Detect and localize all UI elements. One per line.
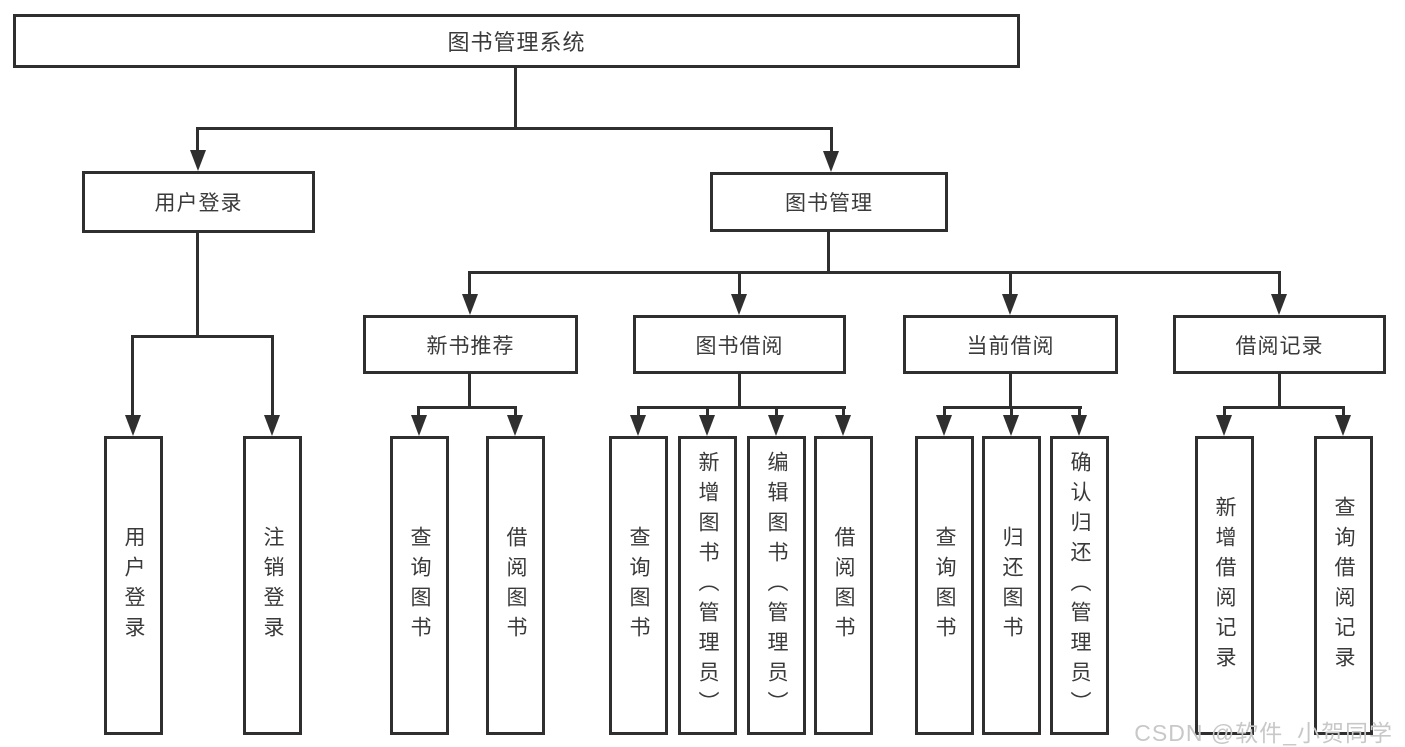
node-current-borrowing: 当前借阅	[903, 315, 1118, 374]
edge-vertical	[830, 127, 833, 155]
edge-vertical	[131, 335, 134, 419]
edge-vertical	[1223, 406, 1226, 422]
arrow-down-icon	[1002, 294, 1018, 315]
leaf-logout: 注销登录	[243, 436, 302, 735]
edge-vertical	[417, 406, 420, 422]
node-new-book-recommend: 新书推荐	[363, 315, 578, 374]
edge-horizontal	[1223, 406, 1345, 409]
arrow-down-icon	[823, 151, 839, 172]
arrow-down-icon	[768, 415, 784, 436]
arrow-down-icon	[462, 294, 478, 315]
edge-vertical	[1278, 374, 1281, 409]
arrow-down-icon	[190, 150, 206, 171]
edge-horizontal	[417, 406, 517, 409]
arrow-down-icon	[125, 415, 141, 436]
csdn-watermark: CSDN @软件_小贺同学	[1134, 720, 1393, 746]
edge-vertical	[514, 406, 517, 422]
edge-horizontal	[196, 127, 833, 130]
edge-vertical	[271, 335, 274, 419]
arrow-down-icon	[699, 415, 715, 436]
edge-vertical	[738, 271, 741, 297]
node-book-management: 图书管理	[710, 172, 948, 232]
node-user-login: 用户登录	[82, 171, 315, 233]
edge-vertical	[943, 406, 946, 422]
edge-horizontal	[468, 271, 1281, 274]
edge-horizontal	[131, 335, 274, 338]
edge-vertical	[775, 406, 778, 422]
edge-vertical	[1009, 271, 1012, 297]
arrow-down-icon	[411, 415, 427, 436]
edge-vertical	[637, 406, 640, 422]
leaf-confirm-return-admin: 确认归还（管理员）	[1050, 436, 1109, 735]
edge-vertical	[738, 374, 741, 409]
edge-vertical	[1009, 374, 1012, 409]
arrow-down-icon	[731, 294, 747, 315]
leaf-query-books-current: 查询图书	[915, 436, 974, 735]
edge-vertical	[1278, 271, 1281, 297]
leaf-query-borrow-record: 查询借阅记录	[1314, 436, 1373, 735]
leaf-query-books-recommend: 查询图书	[390, 436, 449, 735]
arrow-down-icon	[1003, 415, 1019, 436]
edge-horizontal	[637, 406, 846, 409]
edge-vertical	[842, 406, 845, 422]
edge-vertical	[1078, 406, 1081, 422]
leaf-borrow-books-recommend: 借阅图书	[486, 436, 545, 735]
edge-vertical	[196, 127, 199, 155]
arrow-down-icon	[507, 415, 523, 436]
arrow-down-icon	[1216, 415, 1232, 436]
arrow-down-icon	[936, 415, 952, 436]
edge-vertical	[706, 406, 709, 422]
edge-vertical	[1342, 406, 1345, 422]
edge-vertical	[827, 232, 830, 274]
edge-vertical	[514, 68, 517, 128]
edge-vertical	[196, 233, 199, 338]
edge-vertical	[468, 271, 471, 297]
leaf-query-books-borrowing: 查询图书	[609, 436, 668, 735]
leaf-add-book-admin: 新增图书（管理员）	[678, 436, 737, 735]
leaf-return-books: 归还图书	[982, 436, 1041, 735]
node-book-borrowing: 图书借阅	[633, 315, 846, 374]
arrow-down-icon	[1071, 415, 1087, 436]
leaf-user-login: 用户登录	[104, 436, 163, 735]
arrow-down-icon	[835, 415, 851, 436]
node-borrowing-records: 借阅记录	[1173, 315, 1386, 374]
leaf-edit-book-admin: 编辑图书（管理员）	[747, 436, 806, 735]
arrow-down-icon	[630, 415, 646, 436]
edge-vertical	[468, 374, 471, 409]
arrow-down-icon	[264, 415, 280, 436]
node-book-management-system: 图书管理系统	[13, 14, 1020, 68]
edge-vertical	[1010, 406, 1013, 422]
leaf-add-borrow-record: 新增借阅记录	[1195, 436, 1254, 735]
arrow-down-icon	[1335, 415, 1351, 436]
leaf-borrow-books-borrowing: 借阅图书	[814, 436, 873, 735]
arrow-down-icon	[1271, 294, 1287, 315]
